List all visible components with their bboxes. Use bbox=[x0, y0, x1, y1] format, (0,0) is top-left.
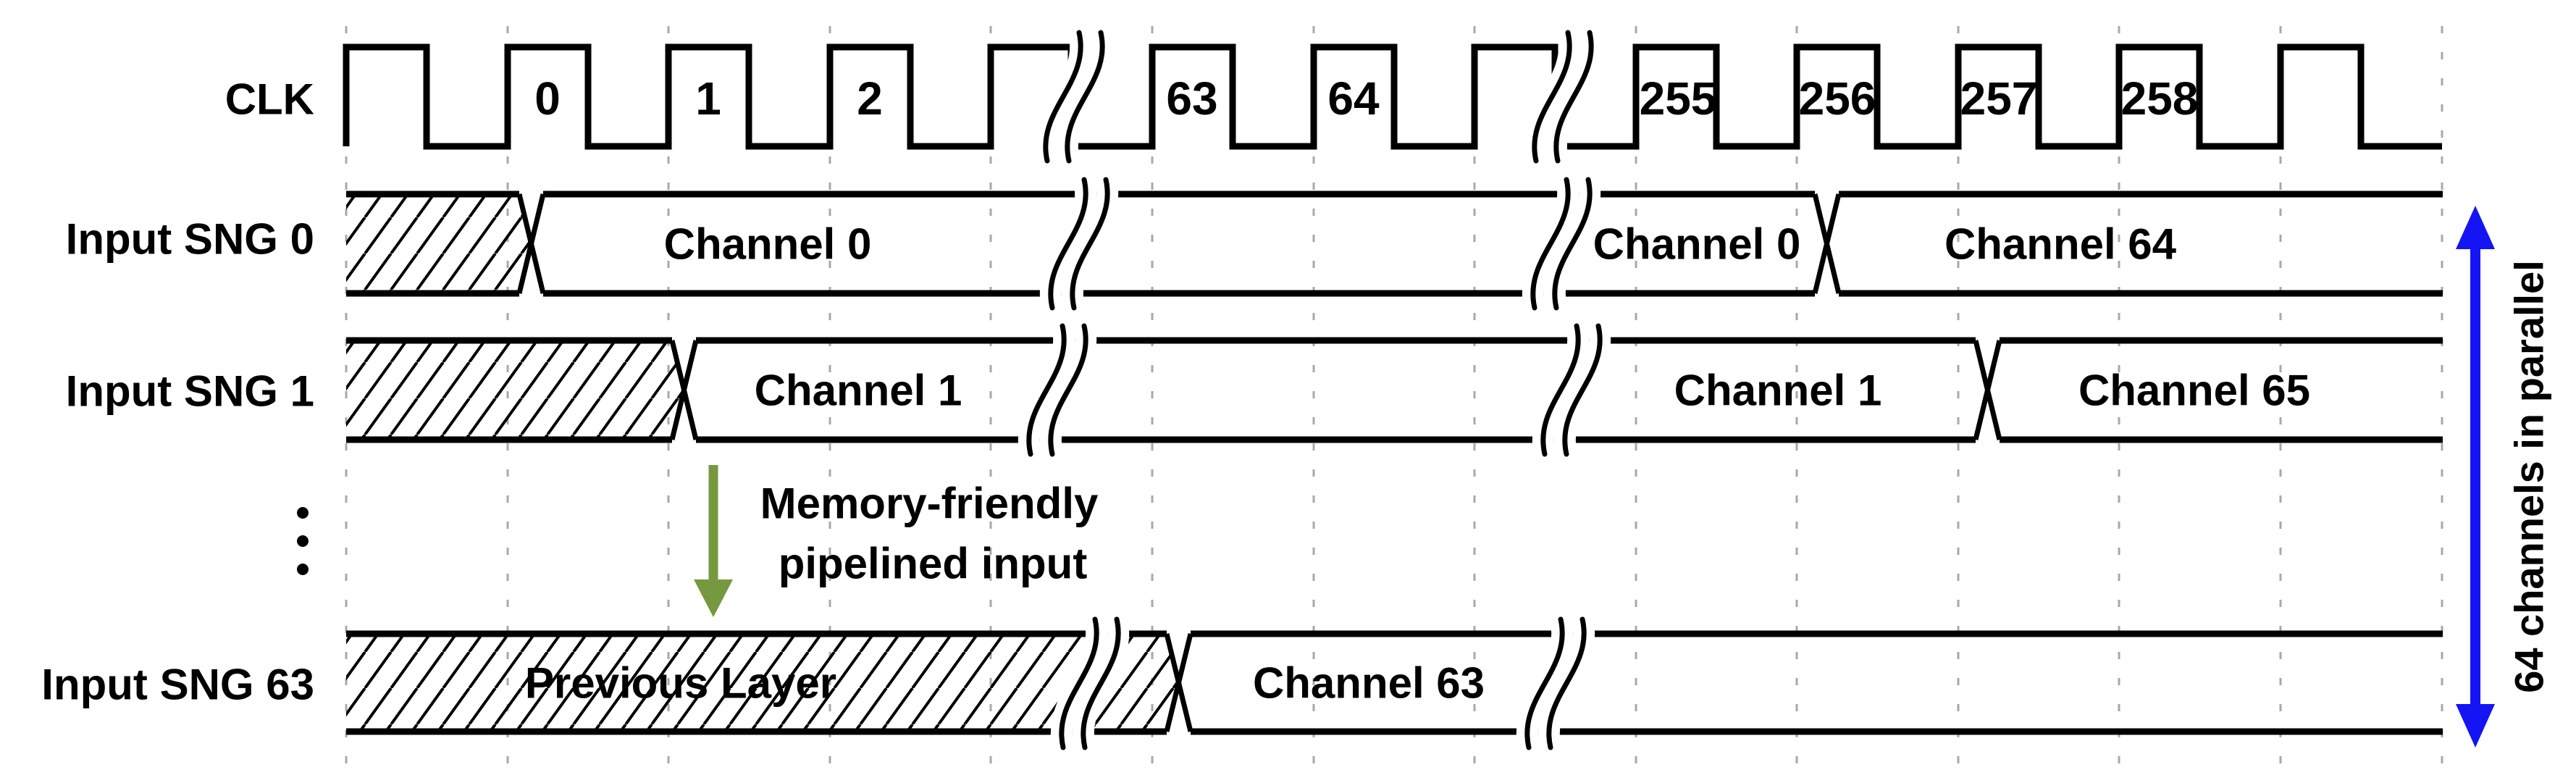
sng1-row: Channel 1 Channel 1 Channel 65 bbox=[346, 323, 2443, 457]
sng63-break-1 bbox=[1050, 616, 1130, 750]
sng1-transition-2 bbox=[1973, 340, 2002, 440]
clk-row: 0 1 2 63 64 255 256 257 258 bbox=[343, 30, 2442, 164]
pipeline-arrowhead-icon bbox=[694, 579, 733, 617]
sng0-bus-a bbox=[543, 190, 1815, 297]
clk-cycle-258: 258 bbox=[2121, 72, 2199, 125]
parallel-arrowhead-down-icon bbox=[2456, 704, 2495, 748]
sng63-row-label: Input SNG 63 bbox=[41, 661, 314, 709]
clk-waveform bbox=[343, 43, 2442, 150]
clk-cycle-0: 0 bbox=[534, 72, 561, 125]
sng63-row: Previous Layer Channel 63 bbox=[346, 616, 2443, 750]
row-labels: CLK Input SNG 0 Input SNG 1 Input SNG 63 bbox=[41, 75, 314, 709]
sng1-hatch-edges bbox=[346, 337, 672, 443]
clk-cycle-255: 255 bbox=[1640, 72, 1717, 125]
clk-cycle-2: 2 bbox=[857, 72, 883, 125]
clk-cycle-257: 257 bbox=[1960, 72, 2038, 125]
sng1-bus-a bbox=[696, 337, 1976, 443]
clk-cycle-1: 1 bbox=[695, 72, 721, 125]
sng0-channel0-label-b: Channel 0 bbox=[1593, 220, 1801, 269]
sng0-break-2 bbox=[1522, 177, 1601, 311]
pipeline-annotation: Memory-friendly pipelined input bbox=[694, 465, 1099, 617]
clk-row-label: CLK bbox=[225, 75, 314, 124]
sng1-break-2 bbox=[1532, 323, 1611, 457]
pipeline-note-line2: pipelined input bbox=[779, 540, 1088, 588]
sng1-break-1 bbox=[1018, 323, 1097, 457]
sng63-hatch-previous-layer bbox=[346, 634, 1179, 732]
sng63-previous-layer-label: Previous Layer bbox=[525, 659, 836, 708]
sng1-row-label: Input SNG 1 bbox=[66, 367, 314, 416]
sng0-channel64-label: Channel 64 bbox=[1944, 220, 2177, 269]
row-ellipsis-icon bbox=[297, 507, 309, 575]
parallel-channels-label: 64 channels in parallel bbox=[2506, 260, 2552, 693]
parallel-channels-note: 64 channels in parallel bbox=[2456, 206, 2552, 748]
pipeline-note-line1: Memory-friendly bbox=[760, 480, 1099, 528]
sng1-bus-b bbox=[2000, 337, 2443, 443]
parallel-arrowhead-up-icon bbox=[2456, 206, 2495, 249]
clk-cycle-63: 63 bbox=[1166, 72, 1217, 125]
sng0-channel0-label-a: Channel 0 bbox=[664, 220, 872, 269]
clk-cycle-64: 64 bbox=[1327, 72, 1380, 125]
sng1-transition-1 bbox=[669, 340, 699, 440]
clk-break-2 bbox=[1523, 30, 1603, 164]
sng0-break-1 bbox=[1039, 177, 1119, 311]
sng0-row: Channel 0 Channel 0 Channel 64 bbox=[346, 177, 2443, 311]
sng0-transition-2 bbox=[1812, 193, 1842, 294]
clk-cycle-256: 256 bbox=[1799, 72, 1876, 125]
sng0-hatch-previous-layer bbox=[346, 194, 531, 293]
sng1-hatch-previous-layer bbox=[346, 340, 684, 440]
sng63-bus-a bbox=[1191, 630, 2443, 735]
sng63-channel63-label: Channel 63 bbox=[1253, 659, 1485, 708]
sng0-transition-1 bbox=[516, 193, 546, 294]
sng63-transition-1 bbox=[1164, 633, 1193, 732]
sng0-bus-b bbox=[1839, 190, 2443, 297]
sng1-channel1-label-a: Channel 1 bbox=[755, 367, 962, 415]
sng63-hatch-edges bbox=[346, 630, 1167, 735]
sng63-break-2 bbox=[1516, 616, 1595, 750]
sng1-channel1-label-b: Channel 1 bbox=[1674, 367, 1882, 415]
sng1-channel65-label: Channel 65 bbox=[2078, 367, 2310, 415]
sng0-row-label: Input SNG 0 bbox=[66, 215, 314, 264]
clk-break-1 bbox=[1034, 30, 1114, 164]
sng0-hatch-edges bbox=[346, 190, 519, 297]
